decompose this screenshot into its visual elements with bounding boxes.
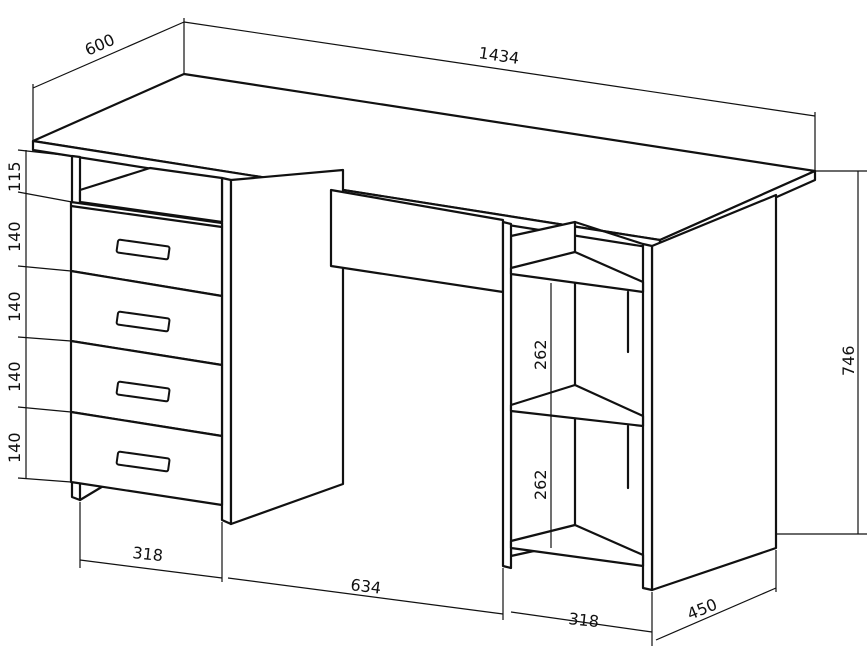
dim-width: 1434 [477,43,520,68]
dim-top-gap: 115 [5,161,24,192]
drawer-handle-icon [115,310,171,333]
right-pedestal-outer-side [650,193,778,592]
drawer-handle-icon [115,450,171,473]
dim-height: 746 [839,345,858,376]
drawer-3 [69,339,224,438]
shelf-top [509,250,645,294]
dim-left-pedestal: 318 [132,543,164,565]
dim-drawer-3: 140 [5,361,24,392]
dim-drawer-4: 140 [5,432,24,463]
drawer-1 [69,200,224,298]
dim-shelf-lower: 262 [531,469,550,500]
dim-drawer-2: 140 [5,291,24,322]
left-pedestal-inner-side [220,176,233,526]
dim-shelf-upper: 262 [531,339,550,370]
dim-pedestal-depth: 450 [684,595,719,624]
right-pedestal-inner-side [501,220,513,570]
drawer-4 [69,410,224,507]
dim-drawer-1: 140 [5,221,24,252]
drawer-handle-icon [115,238,171,261]
left-pedestal-inner-face [229,168,345,526]
left-pedestal-opening [78,166,224,224]
desk-body [31,72,817,592]
shelf-middle [509,383,645,428]
dimension-lines [17,18,867,646]
dim-right-pedestal: 318 [568,609,600,631]
dim-depth: 600 [82,30,118,60]
drawer-handle-icon [115,380,171,403]
shelf-bottom [509,523,645,568]
dim-knee-space: 634 [350,575,383,598]
right-pedestal-front-edge [641,242,654,592]
